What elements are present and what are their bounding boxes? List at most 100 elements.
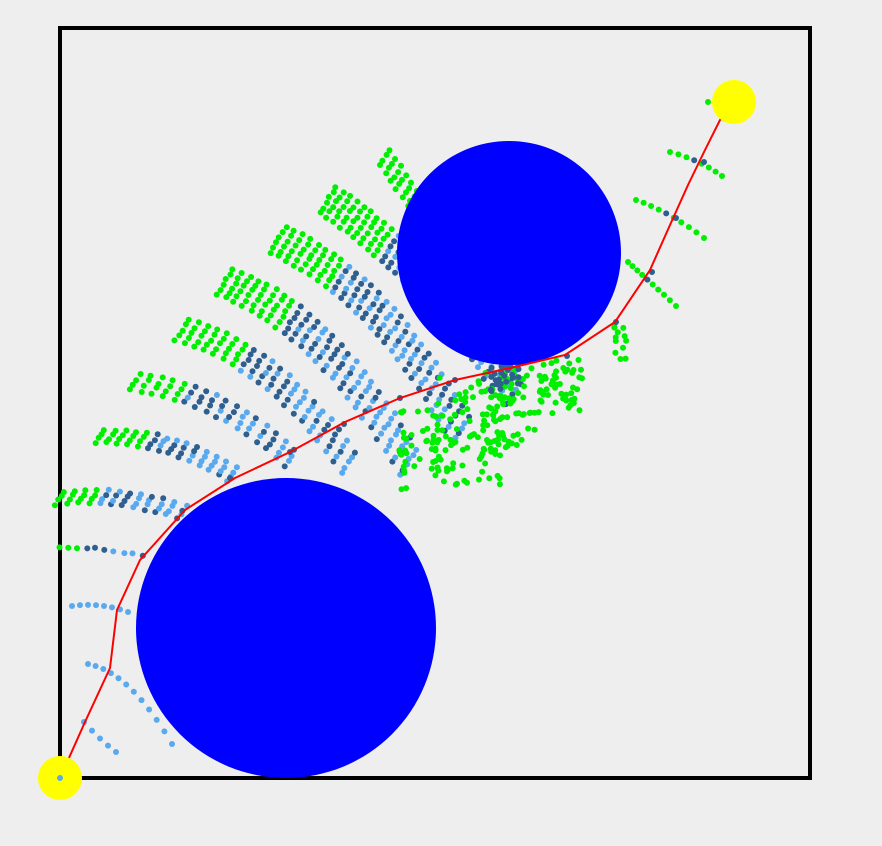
sample-point bbox=[321, 267, 328, 274]
sample-point bbox=[442, 385, 448, 392]
sample-point bbox=[282, 258, 289, 265]
sample-point bbox=[344, 350, 351, 357]
sample-point bbox=[220, 355, 227, 362]
sample-point bbox=[274, 302, 280, 309]
sample-point bbox=[560, 395, 567, 402]
sample-point bbox=[466, 418, 473, 425]
sample-point bbox=[383, 151, 390, 158]
sample-point bbox=[320, 367, 327, 374]
sample-point bbox=[381, 219, 387, 226]
sample-point bbox=[549, 377, 556, 384]
sample-point bbox=[60, 489, 67, 496]
sample-point bbox=[384, 334, 391, 341]
sample-point bbox=[385, 248, 392, 255]
sample-point bbox=[392, 325, 399, 332]
sample-point bbox=[219, 403, 226, 409]
sample-point bbox=[203, 448, 210, 455]
sample-point bbox=[408, 375, 415, 381]
sample-point bbox=[353, 358, 360, 365]
sample-point bbox=[401, 347, 408, 354]
sample-point bbox=[160, 495, 167, 502]
sample-point bbox=[179, 327, 186, 334]
sample-point bbox=[504, 442, 511, 449]
sample-point bbox=[312, 358, 319, 365]
sample-point bbox=[378, 225, 385, 232]
sample-point bbox=[374, 229, 381, 236]
sample-point bbox=[490, 411, 496, 418]
sample-point bbox=[578, 366, 584, 373]
sample-point bbox=[281, 330, 288, 337]
sample-point bbox=[146, 706, 153, 713]
sample-point bbox=[164, 435, 171, 442]
sample-point bbox=[263, 445, 269, 452]
sample-point bbox=[298, 266, 304, 273]
sample-point bbox=[400, 429, 407, 436]
sample-point bbox=[310, 423, 316, 430]
sample-point bbox=[306, 311, 313, 318]
sample-point bbox=[476, 476, 482, 483]
sample-point bbox=[361, 369, 368, 376]
sample-point bbox=[353, 309, 360, 316]
sample-point bbox=[262, 370, 269, 376]
sample-point bbox=[362, 310, 369, 317]
sample-point bbox=[269, 358, 276, 365]
sample-point bbox=[357, 208, 363, 215]
sample-point bbox=[239, 413, 246, 420]
sample-point bbox=[364, 289, 371, 295]
sample-point bbox=[333, 453, 340, 460]
sample-point bbox=[621, 333, 628, 340]
sample-point bbox=[504, 414, 511, 421]
sample-point bbox=[379, 302, 386, 309]
sample-point bbox=[442, 447, 449, 454]
sample-point bbox=[138, 697, 145, 704]
sample-point bbox=[678, 219, 685, 226]
sample-point bbox=[301, 414, 308, 420]
sample-point bbox=[430, 412, 437, 419]
sample-point bbox=[399, 176, 405, 183]
sample-point bbox=[284, 396, 291, 403]
sample-point bbox=[276, 388, 283, 395]
sample-point bbox=[513, 442, 520, 448]
sample-point bbox=[208, 337, 215, 344]
sample-point bbox=[507, 385, 514, 392]
sample-point bbox=[452, 397, 459, 404]
sample-point bbox=[330, 218, 337, 225]
sample-point bbox=[323, 283, 329, 290]
sample-point bbox=[213, 453, 220, 460]
sample-point bbox=[683, 154, 690, 161]
sample-point bbox=[358, 373, 365, 380]
sample-point bbox=[612, 349, 619, 356]
sample-point bbox=[428, 446, 435, 453]
sample-point bbox=[243, 298, 249, 305]
sample-point bbox=[373, 436, 380, 443]
sample-point bbox=[246, 425, 253, 432]
sample-point bbox=[230, 409, 237, 416]
sample-point bbox=[397, 422, 404, 429]
sample-point bbox=[373, 413, 380, 420]
sample-point bbox=[335, 278, 342, 285]
sample-point bbox=[430, 432, 437, 439]
sample-point bbox=[81, 492, 88, 499]
sample-point bbox=[520, 394, 527, 401]
sample-point bbox=[312, 340, 319, 347]
sample-point bbox=[249, 368, 256, 375]
sample-point bbox=[326, 337, 333, 344]
sample-point bbox=[331, 267, 338, 274]
sample-point bbox=[629, 263, 636, 270]
sample-point bbox=[92, 663, 99, 669]
sample-point bbox=[256, 357, 263, 364]
sample-point bbox=[240, 361, 247, 368]
sample-point bbox=[252, 415, 259, 422]
sample-point bbox=[361, 219, 368, 226]
sample-point bbox=[425, 350, 432, 357]
sample-point bbox=[260, 428, 267, 435]
sample-point bbox=[480, 445, 487, 452]
sample-point bbox=[371, 419, 378, 426]
sample-point bbox=[712, 168, 719, 175]
sample-point bbox=[323, 214, 330, 221]
sample-point bbox=[531, 426, 538, 433]
sample-point bbox=[296, 399, 303, 406]
sample-point bbox=[324, 344, 330, 351]
sample-point bbox=[307, 235, 314, 242]
sample-point bbox=[347, 370, 354, 377]
